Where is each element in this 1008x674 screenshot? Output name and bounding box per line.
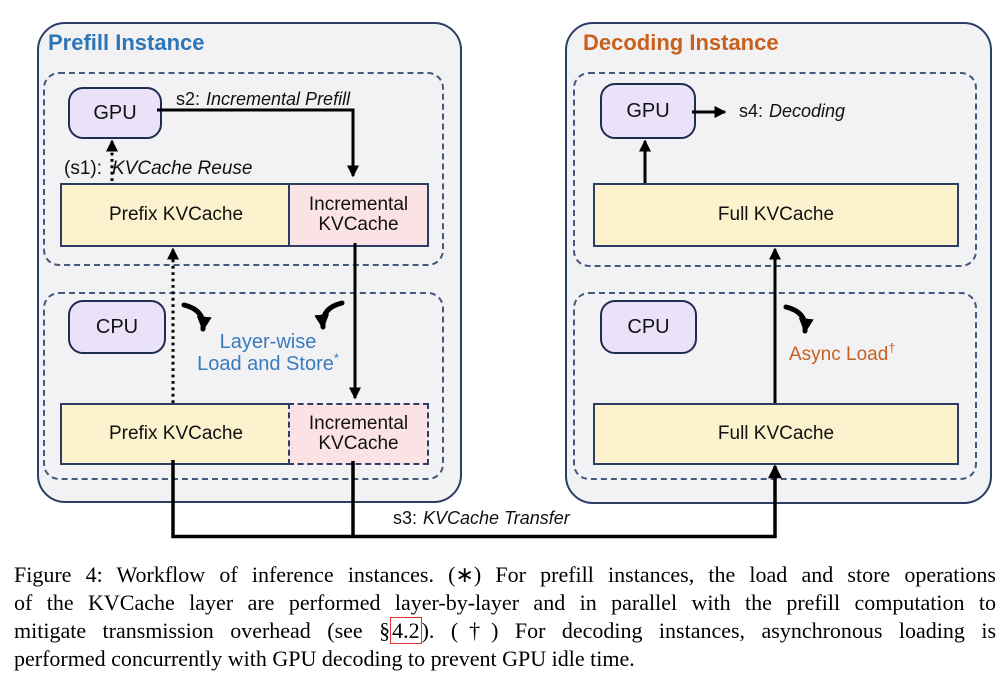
- s4-prefix: s4:: [739, 101, 764, 121]
- caption-line-2: of the KVCache layer are performed layer…: [14, 590, 996, 615]
- caption-line-3: mitigate transmission overhead (see §4.2…: [14, 617, 996, 645]
- decoding-instance-title: Decoding Instance: [583, 30, 779, 55]
- s4-decoding-label: s4:Decoding: [739, 101, 845, 122]
- incremental-label-line2: KVCache: [318, 433, 399, 454]
- layerwise-line2: Load and Store: [197, 353, 334, 375]
- layerwise-asterisk: *: [333, 350, 339, 366]
- s2-text: Incremental Prefill: [206, 89, 351, 109]
- prefill-cpu-incremental-kvcache-box: Incremental KVCache: [288, 403, 429, 465]
- s3-prefix: s3:: [393, 508, 418, 528]
- full-kvcache-label: Full KVCache: [717, 423, 835, 444]
- prefill-gpu-incremental-kvcache-box: Incremental KVCache: [288, 183, 429, 247]
- incremental-label-line1: Incremental: [308, 194, 409, 215]
- s2-incremental-prefill-label: s2:Incremental Prefill: [176, 89, 350, 110]
- s4-text: Decoding: [769, 101, 846, 121]
- caption-line-3a: mitigate transmission overhead (see §: [14, 618, 391, 643]
- prefill-gpu-label: GPU: [93, 101, 137, 124]
- decoding-cpu-chip: CPU: [600, 300, 697, 354]
- prefix-kvcache-label: Prefix KVCache: [108, 204, 244, 225]
- prefill-gpu-section: [43, 72, 444, 266]
- prefill-cpu-chip: CPU: [68, 300, 166, 354]
- incremental-label-line2: KVCache: [318, 214, 399, 235]
- prefill-gpu-prefix-kvcache-box: Prefix KVCache: [60, 183, 292, 247]
- decoding-gpu-full-kvcache-box: Full KVCache: [593, 183, 959, 247]
- async-dagger: †: [888, 340, 896, 356]
- caption-line-1: Figure 4: Workflow of inference instance…: [14, 562, 996, 587]
- s1-prefix: (s1):: [64, 158, 102, 179]
- s2-prefix: s2:: [176, 89, 201, 109]
- caption-line-4: performed concurrently with GPU decoding…: [14, 646, 635, 671]
- layerwise-line1: Layer-wise: [219, 331, 317, 353]
- s3-text: KVCache Transfer: [423, 508, 570, 528]
- caption-line-3b: ). (†) For decoding instances, asynchron…: [421, 618, 997, 643]
- full-kvcache-label: Full KVCache: [717, 204, 835, 225]
- prefix-kvcache-label: Prefix KVCache: [108, 423, 244, 444]
- incremental-label-line1: Incremental: [308, 413, 409, 434]
- decoding-cpu-label: CPU: [627, 315, 670, 338]
- prefill-gpu-chip: GPU: [68, 87, 162, 139]
- decoding-cpu-full-kvcache-box: Full KVCache: [593, 403, 959, 465]
- s1-kvcache-reuse-label: (s1): KVCache Reuse: [64, 158, 252, 180]
- async-load-label: Async Load†: [789, 340, 896, 366]
- async-load-text: Async Load: [789, 344, 889, 365]
- decoding-gpu-chip: GPU: [600, 83, 696, 139]
- s1-text: KVCache Reuse: [112, 158, 253, 179]
- prefill-cpu-prefix-kvcache-box: Prefix KVCache: [60, 403, 292, 465]
- section-4-2-link[interactable]: 4.2: [390, 617, 422, 644]
- prefill-cpu-label: CPU: [95, 315, 139, 338]
- s3-kvcache-transfer-label: s3:KVCache Transfer: [393, 508, 570, 529]
- layerwise-load-store-label: Layer-wise Load and Store*: [183, 331, 353, 375]
- prefill-instance-title: Prefill Instance: [48, 30, 205, 55]
- decoding-gpu-label: GPU: [626, 99, 670, 122]
